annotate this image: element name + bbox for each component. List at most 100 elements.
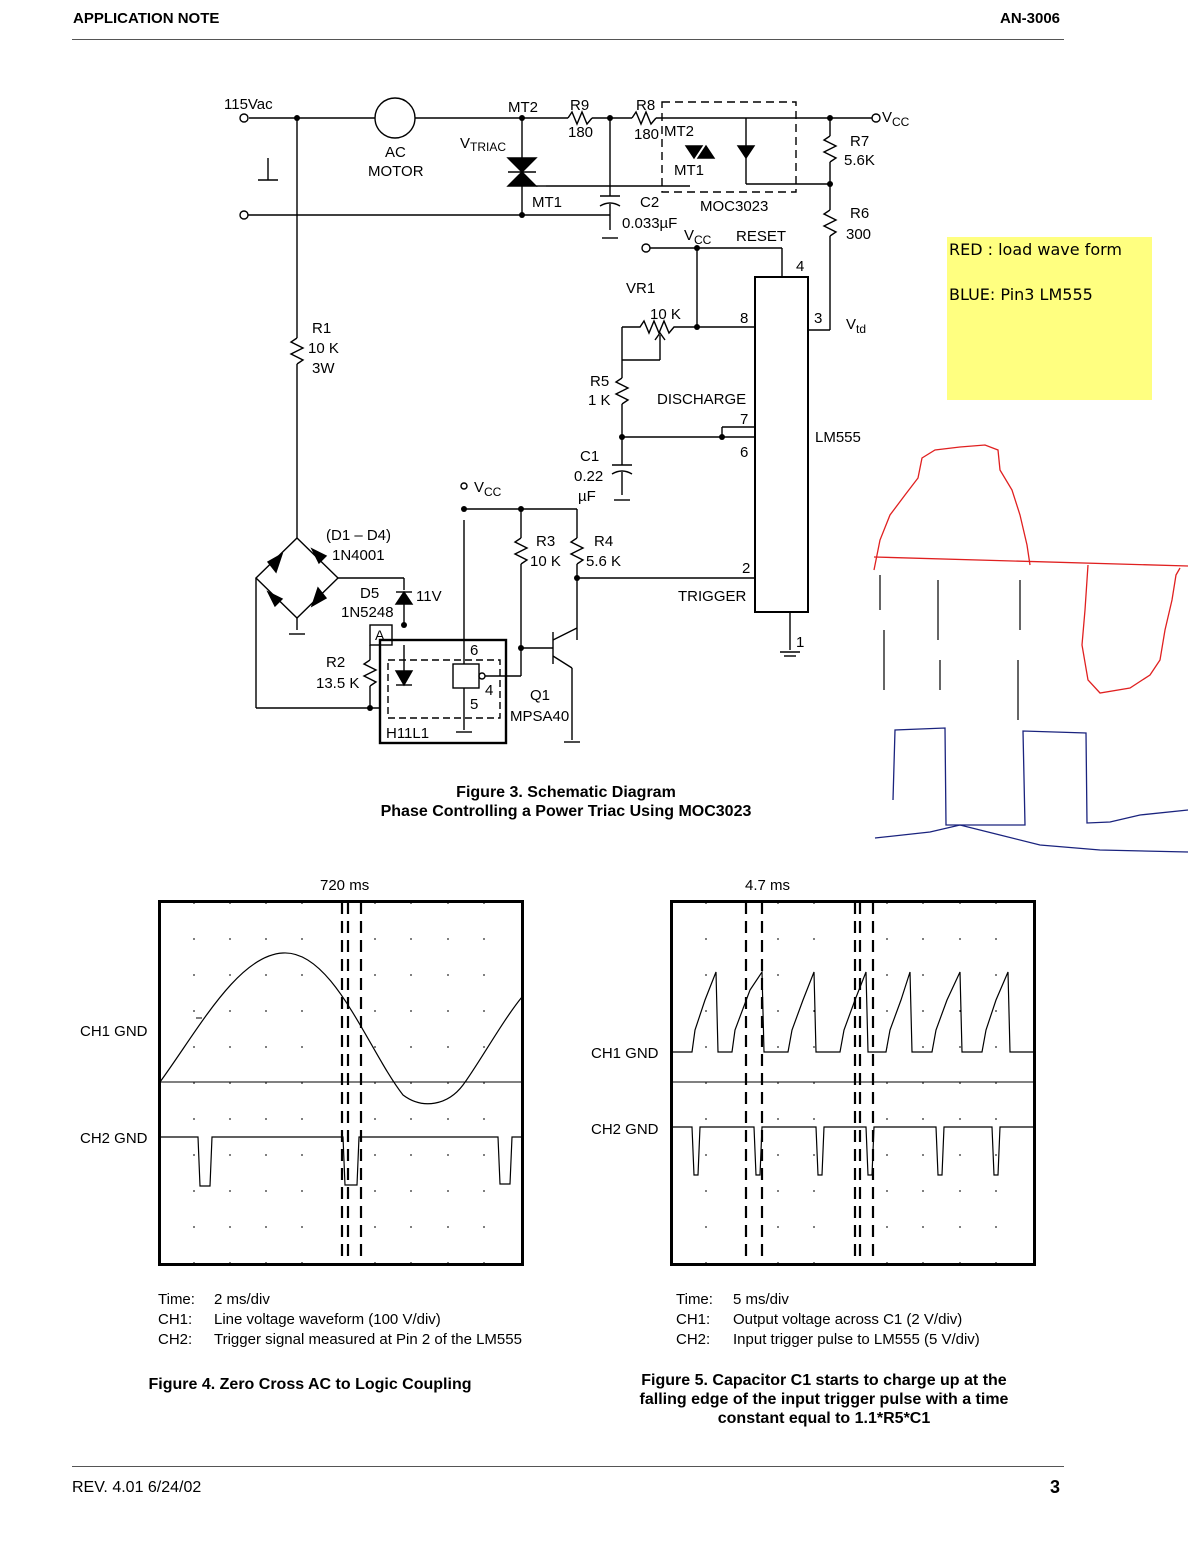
scope-right-ch2-trace [672,1126,1034,1176]
label-11v: 11V [416,588,442,605]
label-c1: C1 [580,448,599,465]
label-r7: R7 [850,133,869,150]
label-c2-value: 0.033µF [622,215,677,232]
figure3-caption-line2: Phase Controlling a Power Triac Using MO… [380,803,752,820]
scope-left-ch1-label: CH1 GND [80,1023,148,1040]
label-moc-mt2: MT2 [664,123,694,140]
scope-left-ch1-trace [159,952,523,1105]
label-r1-value: 10 K [308,340,339,357]
legend-right-ch2-key: CH2: [676,1331,711,1348]
label-moc-mt1: MT1 [674,162,704,179]
label-r5-value: 1 K [588,392,611,409]
label-r6-value: 300 [846,226,871,243]
label-r8-value: 180 [634,126,659,143]
label-a: A [375,627,385,643]
label-pin6: 6 [740,444,748,461]
label-pin3: 3 [814,310,822,327]
label-ac: AC [385,144,406,161]
scope-left-ch2-trace [160,1136,522,1187]
schematic-diagram: 115Vac AC MOTOR MT2 V TRIAC MT1 R9 180 R… [224,96,910,745]
label-pin1: 1 [796,634,804,651]
label-vcc-top: V [882,109,892,126]
label-mt1: MT1 [532,194,562,211]
scope-left-ch2-label: CH2 GND [80,1130,148,1147]
label-h11-pin5: 5 [470,696,478,713]
figure5-caption-line3: constant equal to 1.1*R5*C1 [717,1410,931,1427]
scope-right-ch1-label: CH1 GND [591,1045,659,1062]
label-c1-value: 0.22 [574,468,603,485]
scope-left-time-label: 720 ms [320,877,370,894]
label-q1: Q1 [530,687,550,704]
label-h11-pin4: 4 [485,682,493,699]
label-r4-value: 5.6 K [586,553,621,570]
scope-right-ch1-trace [672,970,1034,1053]
label-r1: R1 [312,320,331,337]
note-red-line: RED : load wave form [949,240,1122,259]
label-pin4: 4 [796,258,804,275]
label-1n5248: 1N5248 [341,604,394,621]
figure3-caption-line1: Figure 3. Schematic Diagram [456,784,676,801]
label-r1-watt: 3W [312,360,335,377]
footer-revision: REV. 4.01 6/24/02 [72,1479,202,1496]
scope-right [670,900,1036,1266]
label-vtd: V [846,316,856,333]
label-pin7: 7 [740,411,748,428]
label-r4: R4 [594,533,613,550]
legend-left-time-key: Time: [158,1291,195,1308]
label-c1-unit: µF [578,488,596,505]
label-motor: MOTOR [368,163,424,180]
note-blue-line: BLUE: Pin3 LM555 [949,285,1093,304]
label-c2: C2 [640,194,659,211]
label-d5: D5 [360,585,379,602]
label-r2-value: 13.5 K [316,675,359,692]
label-vtd-sub: td [856,322,866,336]
legend-left-ch1-key: CH1: [158,1311,193,1328]
label-1n4001: 1N4001 [332,547,385,564]
label-r3: R3 [536,533,555,550]
legend-right-ch2-value: Input trigger pulse to LM555 (5 V/div) [733,1331,980,1348]
annotation-note: RED : load wave form BLUE: Pin3 LM555 [947,237,1152,400]
legend-right-ch1-value: Output voltage across C1 (2 V/div) [733,1311,963,1328]
label-r8: R8 [636,97,655,114]
label-r6: R6 [850,205,869,222]
pin3-baseline-blue [874,824,1189,853]
footer-rule [72,1466,1064,1467]
label-vcc-h11: V [474,479,484,496]
header-doc-number: AN-3006 [1000,10,1061,27]
legend-left-ch1-value: Line voltage waveform (100 V/div) [214,1311,441,1328]
figure4-caption: Figure 4. Zero Cross AC to Logic Couplin… [148,1376,472,1393]
label-vcc-h11-sub: CC [484,485,502,499]
label-vtriac: V [460,135,470,152]
label-vcc-reset: V [684,227,694,244]
label-vr1-value: 10 K [650,306,681,323]
legend-left-time-value: 2 ms/div [214,1291,270,1308]
scope-right-time-label: 4.7 ms [745,877,791,894]
label-r2: R2 [326,654,345,671]
label-r9-value: 180 [568,124,593,141]
hand-drawn-waveforms [873,444,1189,853]
scope-left [158,900,524,1266]
label-pin8: 8 [740,310,748,327]
header-rule [72,39,1064,40]
label-r3-value: 10 K [530,553,561,570]
label-mt2: MT2 [508,99,538,116]
load-waveform-red [873,444,1031,571]
label-pin2: 2 [742,560,750,577]
label-mpsa40: MPSA40 [510,708,569,725]
label-vcc-reset-sub: CC [694,233,712,247]
label-discharge: DISCHARGE [657,391,746,408]
scope-right-ch2-label: CH2 GND [591,1121,659,1138]
legend-right-time-value: 5 ms/div [733,1291,789,1308]
label-vr1: VR1 [626,280,655,297]
load-waveform-red-negative [1081,564,1181,694]
label-h11l1: H11L1 [386,725,429,742]
label-r9: R9 [570,97,589,114]
label-d1-d4: (D1 – D4) [326,527,391,544]
label-vcc-top-sub: CC [892,115,910,129]
label-reset: RESET [736,228,786,245]
label-h11-pin6: 6 [470,642,478,659]
legend-left-ch2-key: CH2: [158,1331,193,1348]
legend-right-time-key: Time: [676,1291,713,1308]
footer-page-number: 3 [1050,1477,1061,1497]
label-r5: R5 [590,373,609,390]
